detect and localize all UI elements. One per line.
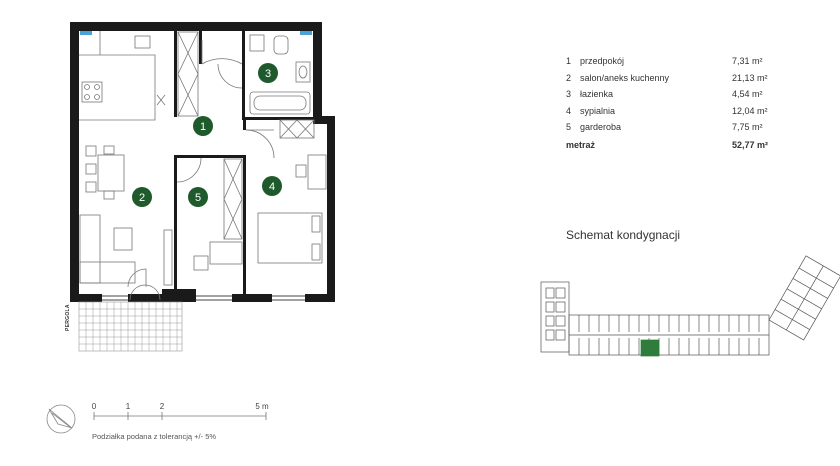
pergola-grid: [78, 301, 183, 352]
room-area-table: 1 przedpokój 7,31 m² 2 salon/aneks kuche…: [566, 53, 782, 154]
table-row: 1 przedpokój 7,31 m²: [566, 53, 782, 70]
living-furniture: [79, 214, 173, 288]
room-area: 7,75 m²: [732, 122, 763, 133]
room-marker-4: 4: [262, 176, 282, 196]
schema-title: Schemat kondygnacji: [566, 228, 681, 242]
interior-walls: [174, 31, 314, 294]
room-marker-2: 2: [132, 187, 152, 207]
table-row: 2 salon/aneks kuchenny 21,13 m²: [566, 70, 782, 87]
bedroom-furniture: [257, 154, 327, 264]
highlighted-apartment: [640, 339, 660, 357]
room-area: 4,54 m²: [732, 89, 763, 100]
scale-bar: 0 1 2 5 m: [92, 402, 269, 420]
scale-tick-label: 5 m: [255, 402, 269, 411]
room-name: salon/aneks kuchenny: [580, 72, 670, 83]
room-marker-1: 1: [193, 116, 213, 136]
door-swings: [129, 40, 275, 301]
room-name: sypialnia: [580, 105, 616, 116]
table-row: 4 sypialnia 12,04 m²: [566, 103, 782, 120]
room-area: 12,04 m²: [732, 105, 768, 116]
apartment-plan: 1 2 3 4 5: [70, 22, 335, 352]
scale-note: Podziałka podana z tolerancją +/- 5%: [92, 432, 217, 441]
walk-in-fixtures: [193, 241, 243, 271]
bathroom-fixtures: [249, 34, 311, 115]
dining-table: [85, 145, 125, 200]
room-number: 1: [566, 56, 572, 66]
room-number: 4: [566, 105, 572, 116]
svg-text:4: 4: [269, 181, 275, 193]
building-schema: [540, 255, 840, 357]
total-area: 52,77 m²: [732, 139, 769, 150]
windows-bottom: [102, 295, 305, 301]
room-number: 3: [566, 89, 572, 100]
compass-icon: [46, 404, 76, 434]
kitchen-fixtures: [79, 31, 166, 121]
room-marker-3: 3: [258, 63, 278, 83]
room-name: przedpokój: [580, 56, 625, 66]
svg-text:5: 5: [195, 192, 201, 204]
table-row: 3 łazienka 4,54 m²: [566, 86, 782, 103]
wardrobe-symbols: [177, 31, 315, 240]
outer-walls: [70, 22, 335, 302]
scale-tick-label: 0: [92, 402, 97, 411]
window-marks: [80, 31, 312, 35]
total-area-row: metraż 52,77 m²: [566, 136, 782, 154]
room-number: 2: [566, 72, 572, 83]
room-area: 7,31 m²: [732, 56, 763, 66]
svg-text:1: 1: [200, 121, 206, 133]
svg-text:2: 2: [139, 192, 145, 204]
room-area: 21,13 m²: [732, 72, 768, 83]
total-label: metraż: [566, 139, 596, 150]
room-name: garderoba: [580, 122, 622, 133]
room-number: 5: [566, 122, 572, 133]
scale-tick-label: 2: [160, 402, 165, 411]
pergola-label: PERGOLA: [65, 304, 71, 331]
room-markers: 1 2 3 4 5: [132, 63, 282, 207]
room-name: łazienka: [580, 89, 614, 100]
scale-tick-label: 1: [126, 402, 131, 411]
svg-text:3: 3: [265, 68, 271, 80]
room-marker-5: 5: [188, 187, 208, 207]
table-row: 5 garderoba 7,75 m²: [566, 119, 782, 136]
